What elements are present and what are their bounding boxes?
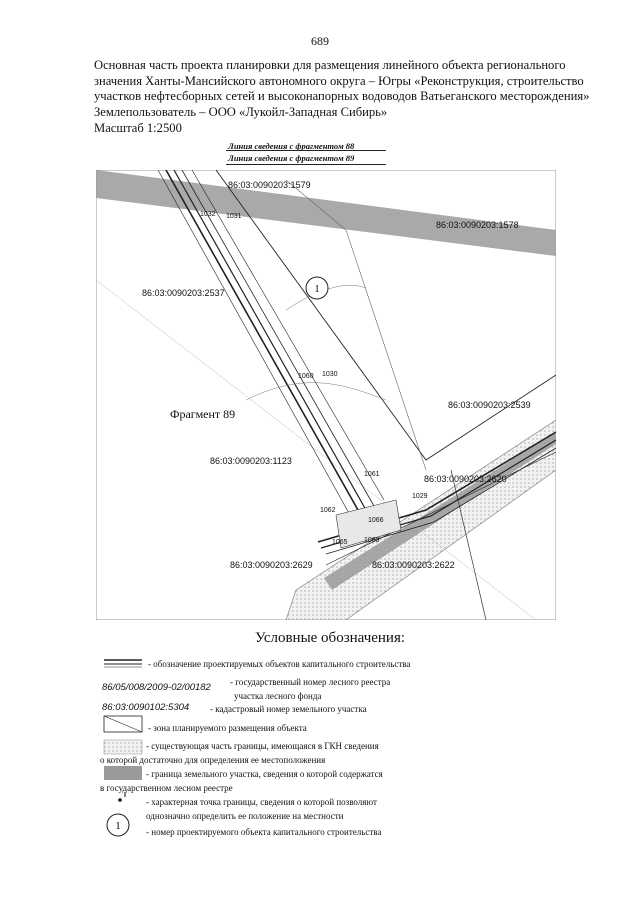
point-labels: 1032 1031 1060 1030 1061 1029 1062 1066 … [200,211,428,546]
legend-title: Условные обозначения: [255,630,406,646]
legend-item-forest-registry: - государственный номер лесного реестра [230,677,391,687]
line-info-88: Линия сведения с фрагментом 88 [228,141,355,151]
legend-symbol-object-number: 1 [106,813,130,837]
parcel-boundary [215,170,556,461]
point-label: 1063 [364,537,380,544]
point-label: 1031 [226,213,242,220]
cadastral-label-2537: 86:03:0090203:2537 [142,288,225,298]
cadastral-label-1578: 86:03:0090203:1578 [436,220,519,230]
parcel-boundary [285,179,427,471]
legend-item-existing-boundary: - существующая часть границы, имеющаяся … [146,741,379,751]
legend-item-boundary-point-2: однозначно определить ее положение на ме… [146,811,344,821]
fragment-label: Фрагмент 89 [170,407,235,421]
point-label: 1061 [364,471,380,478]
page-number: 689 [311,34,329,48]
cadastral-label-2620: 86:03:0090203:2620 [424,474,507,484]
contour-line [245,285,387,401]
object-number-label: 1 [314,283,320,295]
legend-item-forest-registry-2: участка лесного фонда [234,691,322,701]
legend-item-object-number: - номер проектируемого объекта капитальн… [146,827,382,837]
document-header: Основная часть проекта планировки для ра… [94,58,614,120]
point-label: 1029 [412,493,428,500]
legend-item-forest-boundary-2: в государственном лесном реестре [100,783,233,793]
legend-symbol-boundary-point [118,792,126,802]
legend-item-existing-boundary-2: о которой достаточно для определения ее … [100,755,326,765]
legend-item-cadastral: - кадастровый номер земельного участка [210,704,367,714]
point-label: 1065 [332,539,348,546]
legend-item-boundary-point: - характерная точка границы, сведения о … [146,797,377,807]
cadastral-label-1123: 86:03:0090203:1123 [210,456,292,466]
point-label: 1062 [320,507,336,514]
legend-code-forest-registry: 86/05/008/2009-02/00182 [102,682,211,693]
header-line-4: Землепользователь – ООО «Лукойл-Западная… [94,104,388,119]
legend-symbol-planned-zone [103,715,143,733]
cadastral-label-2629: 86:03:0090203:2629 [230,560,313,570]
point-label: 1066 [368,517,384,524]
point-label: 1030 [322,371,338,378]
legend-symbol-existing-boundary [103,739,143,755]
legend-symbols: 1 [103,659,143,837]
scale-text: Масштаб 1:2500 [94,121,182,135]
site-plan-map: 1 86:03:0090203:1579 86:03:0090203:1578 … [96,170,556,620]
point-label: 1060 [298,373,314,380]
legend-code-cadastral: 86:03:0090102:5304 [102,702,190,713]
header-line-2: значения Ханты-Мансийского автономного о… [94,73,584,88]
line-info-divider [226,164,386,165]
object-number-circle [305,276,329,300]
cadastral-label-1579: 86:03:0090203:1579 [228,180,311,190]
line-info-divider [226,150,386,151]
legend-symbol-forest-boundary [104,766,142,780]
header-line-3: участков нефтесборных сетей и высоконапо… [94,89,590,103]
legend-object-number: 1 [115,820,121,832]
legend-item-forest-boundary: - граница земельного участка, сведения о… [146,769,383,779]
legend-item-planned-zone: - зона планируемого размещения объекта [148,723,307,733]
cadastral-label-2622: 86:03:0090203:2622 [372,560,455,570]
legend-symbol-projected-object [104,659,142,668]
point-label: 1032 [200,211,216,218]
cadastral-label-2539: 86:03:0090203:2539 [448,400,531,410]
line-info-89: Линия сведения с фрагментом 89 [228,153,355,163]
grid-line [96,279,537,620]
header-line-1: Основная часть проекта планировки для ра… [94,58,566,72]
parcel-boundary [450,469,487,620]
planned-zone [335,499,402,549]
legend-item-projected-object: - обозначение проектируемых объектов кап… [148,659,411,669]
